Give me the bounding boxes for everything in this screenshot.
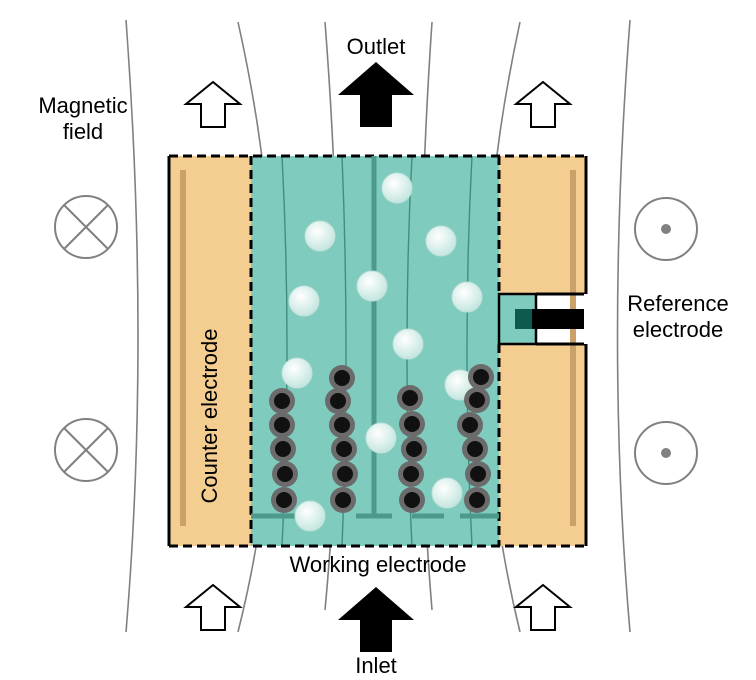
bubble xyxy=(288,285,320,317)
magnetic-particle xyxy=(464,487,490,513)
circle-cross-icon xyxy=(54,195,118,259)
magnetic-particle xyxy=(331,436,357,462)
bubble xyxy=(425,225,457,257)
reference-chamber-strip xyxy=(570,170,576,526)
magnetic-field-label-line-1: Magnetic xyxy=(38,93,128,118)
magnetic-particle xyxy=(462,436,488,462)
reference-electrode-label: Reference electrode xyxy=(606,291,750,343)
solid-up-arrow-icon xyxy=(338,62,414,127)
bubble xyxy=(451,281,483,313)
reference-electrode-label-line-1: Reference xyxy=(627,291,729,316)
magnetic-particle xyxy=(325,388,351,414)
magnetic-particle xyxy=(398,461,424,487)
counter-electrode-label: Counter electrode xyxy=(197,328,222,504)
bubble xyxy=(381,172,413,204)
magnetic-particle xyxy=(272,461,298,487)
magnetic-particle xyxy=(269,412,295,438)
working-electrode xyxy=(251,156,499,519)
magnetic-particle xyxy=(329,365,355,391)
outlet-label: Outlet xyxy=(346,34,406,59)
bubble xyxy=(356,270,388,302)
magnetic-field-label: Magnetic field xyxy=(8,93,158,145)
magnetic-particle xyxy=(271,487,297,513)
bubble xyxy=(281,357,313,389)
hollow-up-arrow-icon xyxy=(513,583,573,631)
magnetic-particle xyxy=(270,436,296,462)
magnetic-field-label-line-2: field xyxy=(62,119,104,144)
magnetic-particle xyxy=(329,412,355,438)
magnetic-particle xyxy=(399,411,425,437)
circle-dot-icon xyxy=(634,421,698,485)
hollow-up-arrow-icon xyxy=(513,80,573,128)
magnetic-particle xyxy=(401,436,427,462)
bubble xyxy=(392,328,424,360)
counter-electrode-strip xyxy=(180,170,186,526)
magnetic-particle xyxy=(464,387,490,413)
hollow-up-arrow-icon xyxy=(183,80,243,128)
field-line xyxy=(125,19,139,633)
working-electrode-label: Working electrode xyxy=(289,552,467,577)
magnetic-particles xyxy=(269,364,494,513)
circle-cross-icon xyxy=(54,418,118,482)
field-line xyxy=(616,19,631,633)
magnetic-particle xyxy=(332,461,358,487)
bubble xyxy=(431,477,463,509)
gas-bubbles xyxy=(281,172,483,532)
inlet-label: Inlet xyxy=(355,653,397,678)
magnetic-particle xyxy=(457,412,483,438)
magnetic-particle xyxy=(399,487,425,513)
magnetic-particle xyxy=(397,385,423,411)
solid-up-arrow-icon xyxy=(338,587,414,652)
magnetic-particle xyxy=(465,461,491,487)
reference-probe-tip xyxy=(515,309,532,329)
bubble xyxy=(304,220,336,252)
cell-outline xyxy=(167,154,588,548)
reference-electrode-label-line-2: electrode xyxy=(632,317,724,342)
magnetic-particle xyxy=(330,487,356,513)
bubble xyxy=(365,422,397,454)
circle-dot-icon xyxy=(634,197,698,261)
magnetic-particle xyxy=(468,364,494,390)
magnetic-particle xyxy=(269,388,295,414)
hollow-up-arrow-icon xyxy=(183,583,243,631)
reference-probe-rod xyxy=(532,309,588,329)
bubble xyxy=(294,500,326,532)
